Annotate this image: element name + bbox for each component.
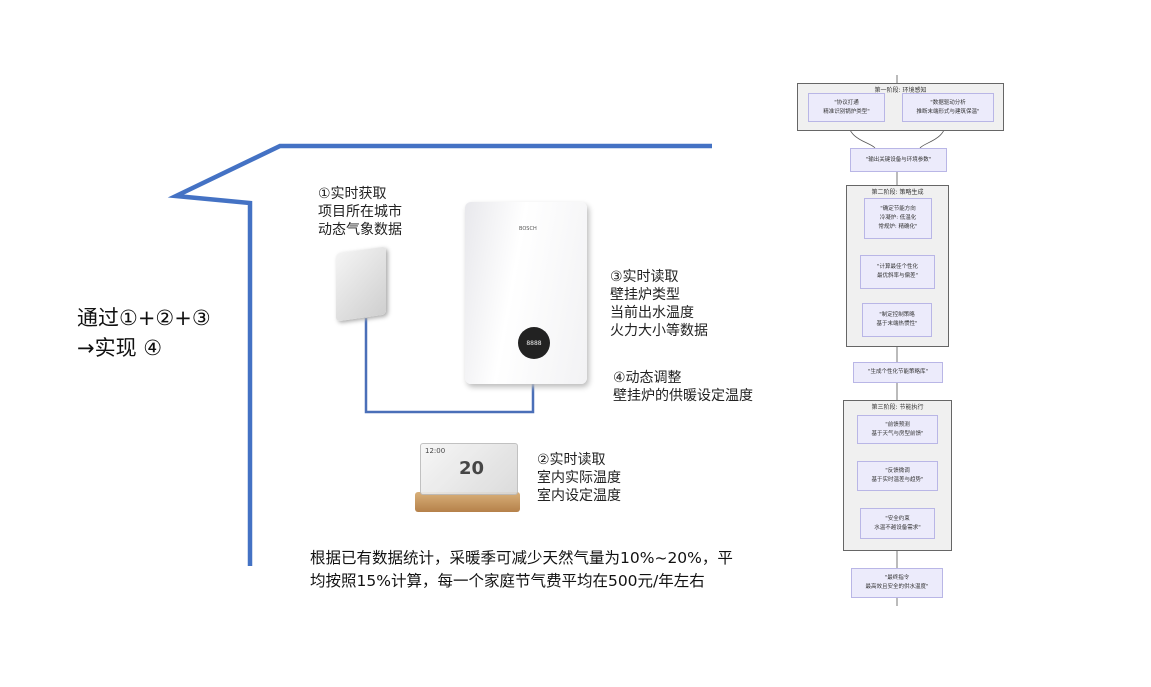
flow-node-final: "最终指令 最高效且安全的供水温度"	[851, 568, 943, 598]
boiler-image: BOSCH 8888	[465, 202, 587, 384]
flow-node: "计算最佳个性化 最优斜率与偏差"	[860, 255, 935, 289]
stage1-title: 第一阶段: 环境感知	[874, 87, 927, 94]
headline: 通过①+②+③ →实现 ④	[77, 303, 211, 363]
flow-node: "安全约束 水温不越设备需求"	[860, 508, 935, 539]
stage3-title: 第三阶段: 节能执行	[871, 404, 924, 411]
flow-node-output2: "生成个性化节能策略库"	[853, 362, 943, 383]
boiler-brand: BOSCH	[519, 226, 537, 232]
headline-line2: →实现 ④	[77, 336, 163, 360]
annotation-2: ②实时读取室内实际温度室内设定温度	[537, 452, 621, 504]
annotation-4: ④动态调整壁挂炉的供暖设定温度	[613, 370, 753, 404]
house-line	[167, 143, 712, 566]
statistic-text: 根据已有数据统计，采暖季可减少天然气量为10%~20%，平均按照15%计算，每一…	[310, 549, 733, 590]
connection-pipe	[364, 318, 535, 414]
thermostat-image: 12:00 20	[420, 443, 518, 495]
weather-sensor-image	[336, 246, 386, 322]
flow-node: "数据驱动分析 推断末端形式与建筑保温"	[902, 93, 994, 122]
thermostat-time: 12:00	[425, 447, 446, 455]
flow-node: "反馈微调 基于实时温差与趋势"	[857, 461, 938, 491]
flow-node-output1: "输出关键设备与环境参数"	[850, 148, 947, 172]
flow-node: "协议打通 精准识别锅炉类型"	[808, 93, 885, 122]
annotation-3: ③实时读取壁挂炉类型当前出水温度火力大小等数据	[610, 269, 708, 339]
boiler-display: 8888	[518, 327, 550, 359]
flow-node: "确定节能方向 冷凝炉: 低温化 常规炉: 精确化"	[864, 198, 932, 239]
headline-line1: 通过①+②+③	[77, 306, 211, 330]
flow-node: "前馈预测 基于天气与房型前馈"	[857, 415, 938, 444]
annotation-1: ①实时获取项目所在城市动态气象数据	[318, 186, 402, 238]
thermostat-base	[415, 492, 520, 512]
stage2-title: 第二阶段: 策略生成	[871, 189, 924, 196]
thermostat-temp: 20	[459, 458, 485, 479]
flow-node: "制定控制策略 基于末端热惯性"	[862, 303, 932, 337]
